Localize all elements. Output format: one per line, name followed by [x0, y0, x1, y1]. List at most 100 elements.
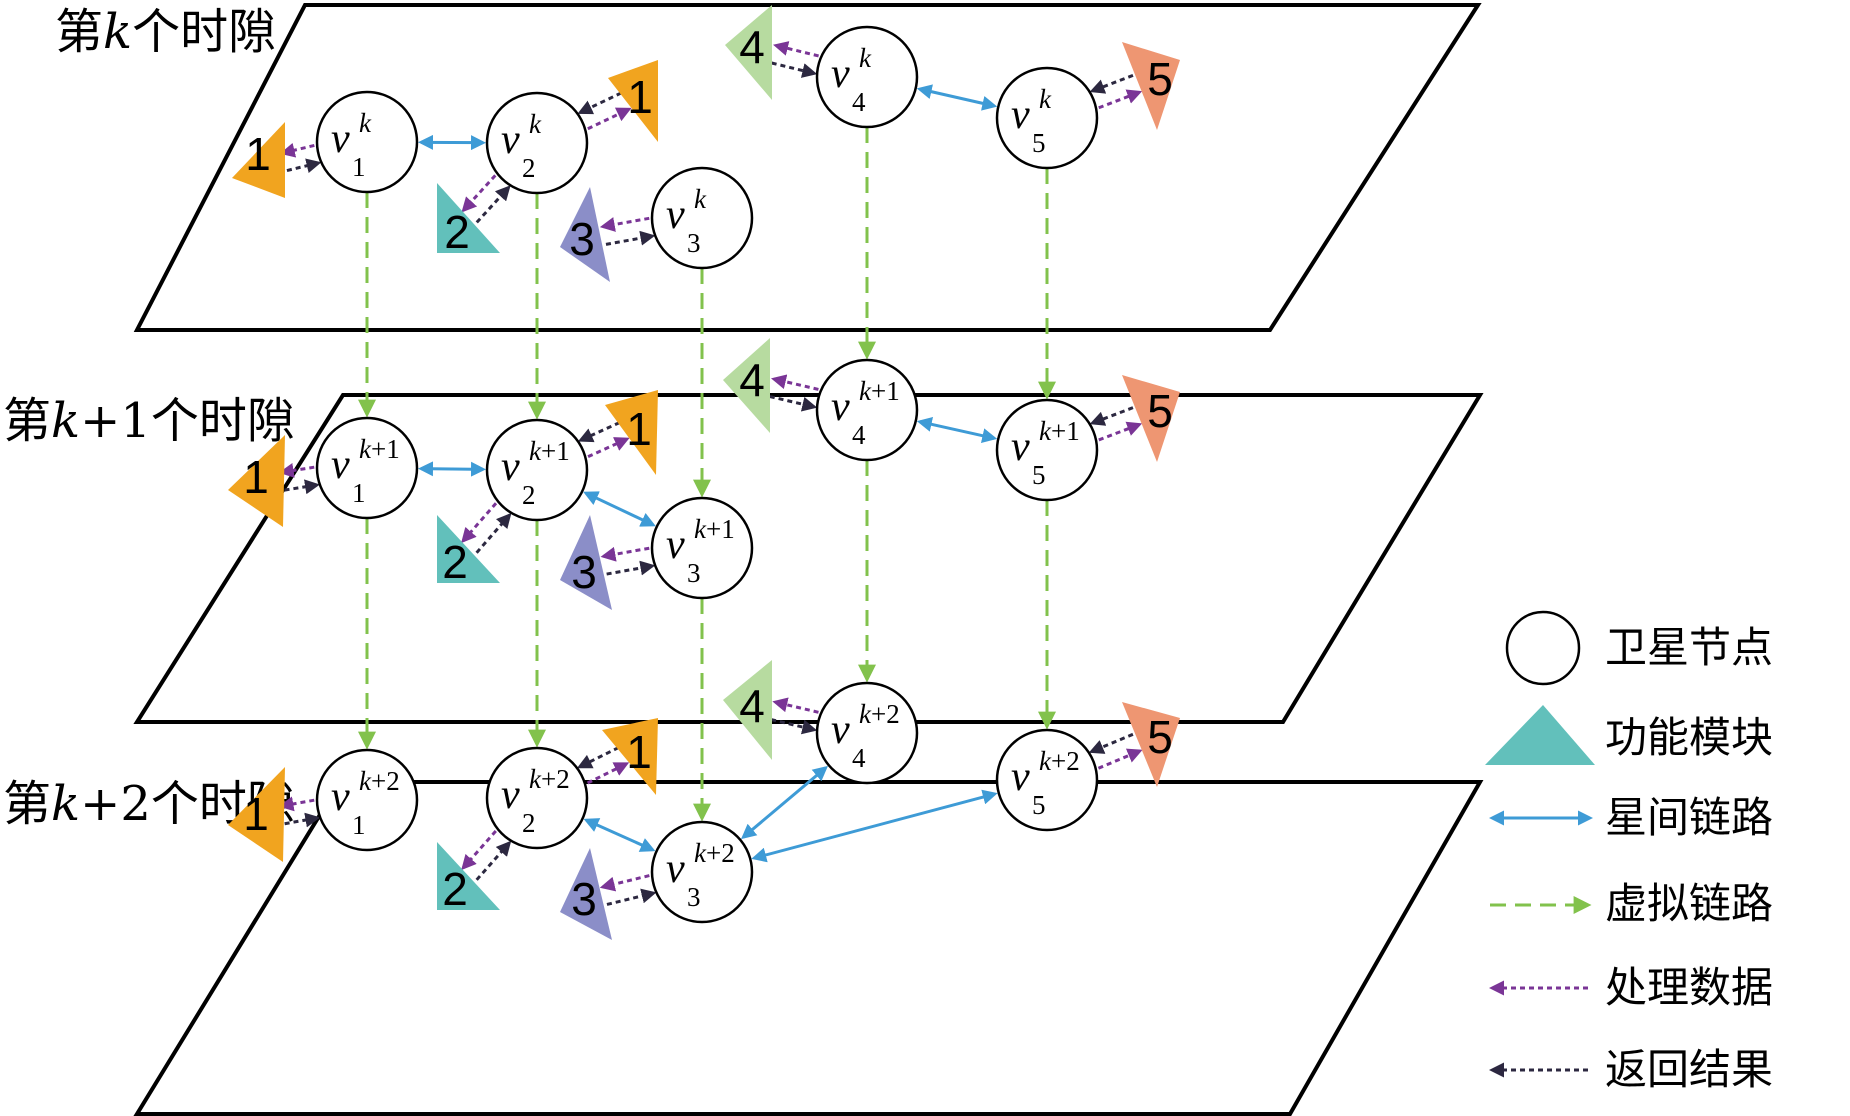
satellite-node [995, 398, 1099, 502]
legend-satellite-node-icon [1505, 610, 1581, 686]
function-module-2 [437, 515, 500, 583]
satellite-node-symbol: v [331, 774, 350, 820]
satellite-node [485, 746, 589, 850]
satellite-node-index: 3 [687, 558, 701, 588]
process-data-arrow [600, 546, 650, 562]
return-result-arrow [606, 560, 656, 576]
satellite-node-symbol: v [831, 384, 850, 430]
process-data-arrow [599, 216, 650, 232]
satellite-node-time-slot: k+1 [859, 376, 900, 406]
satellite-node [650, 166, 754, 270]
satellite-node-time-slot: k [694, 184, 707, 214]
function-module-label: 4 [739, 680, 765, 732]
legend-function-module-icon [1485, 705, 1595, 765]
return-result-arrow [577, 91, 622, 115]
function-module-label: 4 [739, 354, 765, 406]
function-module-2 [437, 183, 500, 253]
inter-satellite-link [916, 416, 998, 444]
satellite-node-index: 1 [352, 810, 366, 840]
satellite-node-index: 2 [522, 153, 536, 183]
return-result-arrow [769, 395, 818, 412]
satellite-node [315, 90, 419, 194]
satellite-node-time-slot: k+2 [1039, 746, 1080, 776]
links-layer [278, 41, 1143, 906]
satellite-node-index: 4 [852, 87, 866, 117]
return-result-arrow [605, 230, 656, 246]
satellite-node-symbol: v [331, 116, 350, 162]
satellite-node-time-slot: k+2 [359, 766, 400, 796]
process-data-arrow [1098, 89, 1143, 110]
process-data-arrow [279, 142, 315, 158]
return-result-arrow [284, 479, 320, 495]
function-module-1 [605, 390, 658, 475]
function-module-label: 1 [245, 128, 271, 180]
satellite-node [815, 681, 919, 785]
satellite-node-symbol: v [1011, 754, 1030, 800]
satellite-node [315, 416, 419, 520]
function-module-1 [602, 718, 658, 795]
return-result-arrow [770, 718, 818, 735]
satellite-node-time-slot: k+2 [859, 699, 900, 729]
satellite-node [995, 66, 1099, 170]
function-module-label: 5 [1147, 53, 1173, 105]
satellite-node-index: 2 [522, 808, 536, 838]
function-module-label: 3 [569, 213, 595, 265]
satellite-node-index: 5 [1032, 128, 1046, 158]
satellite-node-index: 3 [687, 228, 701, 258]
return-result-arrow [475, 185, 511, 224]
function-module-4 [723, 338, 770, 433]
satellite-node [650, 496, 754, 600]
inter-satellite-link [583, 491, 656, 527]
inter-satellite-link [916, 84, 998, 111]
satellite-node-symbol: v [666, 192, 685, 238]
satellite-node-symbol: v [331, 442, 350, 488]
satellite-node-index: 3 [687, 882, 701, 912]
function-module-label: 1 [626, 403, 652, 455]
function-module-label: 3 [571, 546, 597, 598]
time-slot-plane-k1 [133, 393, 1484, 724]
function-module-label: 1 [243, 451, 269, 503]
satellite-node-index: 2 [522, 480, 536, 510]
satellite-node [815, 358, 919, 462]
slot-label-k1: 第k+1个时隙 [3, 393, 295, 449]
function-module-label: 5 [1147, 385, 1173, 437]
process-data-arrow [773, 41, 819, 58]
satellite-node-time-slot: k+2 [694, 838, 735, 868]
return-result-arrow [284, 812, 321, 828]
function-module-label: 5 [1147, 711, 1173, 763]
return-result-arrow [576, 746, 620, 769]
satellite-node-time-slot: k+1 [1039, 416, 1080, 446]
process-data-arrow [461, 174, 497, 213]
satellite-node-time-slot: k+1 [694, 514, 735, 544]
function-module-5 [1122, 702, 1180, 787]
satellite-node-symbol: v [501, 117, 520, 163]
inter-satellite-link [583, 818, 656, 852]
process-data-arrow [1097, 748, 1143, 770]
function-module-1 [228, 435, 285, 527]
satellite-node-symbol: v [501, 772, 520, 818]
satellite-node-index: 5 [1032, 460, 1046, 490]
return-result-arrow [1089, 73, 1134, 94]
function-module-3 [560, 848, 612, 940]
satellite-node-index: 4 [852, 743, 866, 773]
satellite-node-time-slot: k+1 [529, 436, 570, 466]
process-data-arrow [278, 796, 315, 812]
return-result-arrow [771, 61, 818, 78]
function-module-4 [725, 5, 772, 100]
process-data-arrow [1098, 421, 1143, 442]
function-module-label: 3 [571, 873, 597, 925]
satellite-node-symbol: v [666, 522, 685, 568]
process-data-arrow [599, 874, 650, 892]
process-data-arrow [278, 463, 315, 478]
satellite-node-symbol: v [1011, 92, 1030, 138]
satellite-node-time-slot: k [1039, 84, 1052, 114]
function-module-1 [228, 767, 285, 862]
process-data-arrow [770, 374, 819, 391]
satellite-node-time-slot: k [859, 43, 872, 73]
satellite-node-time-slot: k [529, 109, 542, 139]
function-module-label: 1 [626, 726, 652, 778]
function-module-label: 2 [442, 536, 468, 588]
process-data-arrow [587, 437, 630, 459]
